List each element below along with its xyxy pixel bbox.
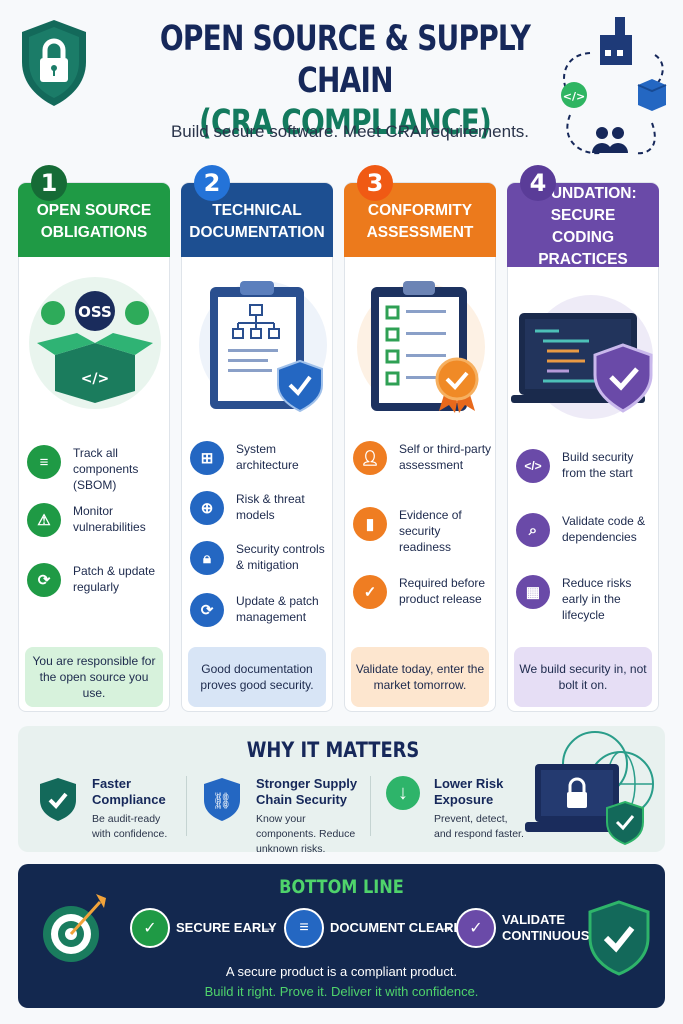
step-number-badge: 2 [194,165,230,201]
refresh-icon: ⟳ [27,563,61,597]
list-item: ✓Required before product release [353,575,493,609]
column-conformity-assessment: CONFORMITY ASSESSMENT 3 👤︎Self or third-… [344,165,497,712]
column-open-source-obligations: OPEN SOURCE OBLIGATIONS 1 OSS </> ≡Track … [18,165,171,712]
section-title: WHY IT MATTERS [246,738,420,762]
list-item: ≡Track all components (SBOM) [27,445,167,493]
hierarchy-icon: ⊞ [190,441,224,475]
column-secure-coding-practices: FOUNDATION: SECURE CODING PRACTICES 4 </… [507,165,660,712]
document-icon: ≡ [284,908,324,948]
takeaway-note: Validate today, enter the market tomorro… [351,647,489,707]
column-header: CONFORMITY ASSESSMENT [344,183,496,257]
step-number-badge: 1 [31,165,67,201]
column-title: CONFORMITY ASSESSMENT [366,202,474,241]
list-item: ⊕Risk & threat models [190,491,330,525]
factory-icon [600,17,632,65]
arrow-right-icon: → [436,916,454,936]
list-item: ⟳Update & patch management [190,593,330,627]
package-icon [637,79,667,111]
page-title: OPEN SOURCE & SUPPLY CHAIN (CRA COMPLIAN… [100,18,590,144]
user-icon: 👤︎ [353,441,387,475]
list-item: ⟳Patch & update regularly [27,563,167,597]
svg-text:⛓: ⛓ [212,791,232,810]
svg-text:</>: </> [81,371,110,387]
arrow-right-icon: → [260,916,278,936]
target-arrow-icon [43,894,106,962]
title-line-2: (CRA COMPLIANCE) [198,103,492,143]
brick-wall-icon: ▦ [516,575,550,609]
refresh-icon: ⟳ [190,593,224,627]
supply-chain-illustration: </> [560,15,670,165]
subtitle: Build secure software. Meet CRA requirem… [170,122,530,141]
laptop-globe-illustration [525,731,654,846]
list-item: 🔒︎Security controls & mitigation [190,541,330,575]
list-item: ▦Reduce risks early in the lifecycle [516,575,656,623]
step-secure-early: ✓ SECURE EARLY [130,908,277,948]
takeaway-note: We build security in, not bolt it on. [514,647,652,707]
title-line-1: OPEN SOURCE & SUPPLY CHAIN [159,19,531,101]
takeaway-note: Good documentation proves good security. [188,647,326,707]
arrow-down-icon: ↓ [386,776,420,810]
section-title: BOTTOM LINE [279,876,404,898]
open-box-oss-illustration: OSS </> [19,273,171,413]
lock-shield-icon [18,18,90,113]
code-icon: </> [561,82,587,108]
laptop-shield-illustration [508,283,660,423]
shield-check-icon [40,778,76,821]
bottom-line-section: BOTTOM LINE ✓ SECURE EARLY → ≡ DOCUMENT … [18,864,665,1008]
bar-chart-icon: ▮ [353,507,387,541]
chain-link-shield-icon: ⛓ [204,778,240,821]
shield-check-icon [588,900,650,976]
shield-icon: ✓ [130,908,170,948]
list-item: ⚠Monitor vulnerabilities [27,503,167,537]
list-item: ⌕Validate code & dependencies [516,513,656,547]
closing-tagline: Build it right. Prove it. Deliver it wit… [204,984,479,999]
list-item: </>Build security from the start [516,449,656,483]
column-title: FOUNDATION: SECURE CODING PRACTICES [529,185,637,268]
check-circle-icon: ✓ [456,908,496,948]
target-icon: ⊕ [190,491,224,525]
step-validate-continuously: ✓ VALIDATE CONTINUOUSLY [456,908,605,948]
step-number-badge: 3 [357,165,393,201]
search-icon: ⌕ [516,513,550,547]
column-header: OPEN SOURCE OBLIGATIONS [18,183,170,257]
step-document-clearly: ≡ DOCUMENT CLEARLY [284,908,469,948]
divider [186,776,187,836]
list-item: 👤︎Self or third-party assessment [353,441,493,475]
step-number-badge: 4 [520,165,556,201]
code-icon: </> [516,449,550,483]
column-title: OPEN SOURCE OBLIGATIONS [36,202,152,241]
column-technical-documentation: TECHNICAL DOCUMENTATION 2 ⊞System archit… [181,165,334,712]
column-header: TECHNICAL DOCUMENTATION [181,183,333,257]
warning-icon: ⚠ [27,503,61,537]
takeaway-note: You are responsible for the open source … [25,647,163,707]
divider [370,776,371,836]
clipboard-diagram-illustration [182,275,334,415]
lock-icon: 🔒︎ [190,541,224,575]
column-title: TECHNICAL DOCUMENTATION [189,202,325,241]
list-item: ▮Evidence of security readiness [353,507,493,555]
list-item: ⊞System architecture [190,441,330,475]
document-icon: ≡ [27,445,61,479]
closing-statement: A secure product is a compliant product. [225,964,458,979]
svg-text:</>: </> [563,90,585,103]
users-icon [592,127,628,153]
shield-check-icon: ✓ [353,575,387,609]
svg-text:OSS: OSS [78,303,112,321]
checklist-badge-illustration [345,275,497,415]
